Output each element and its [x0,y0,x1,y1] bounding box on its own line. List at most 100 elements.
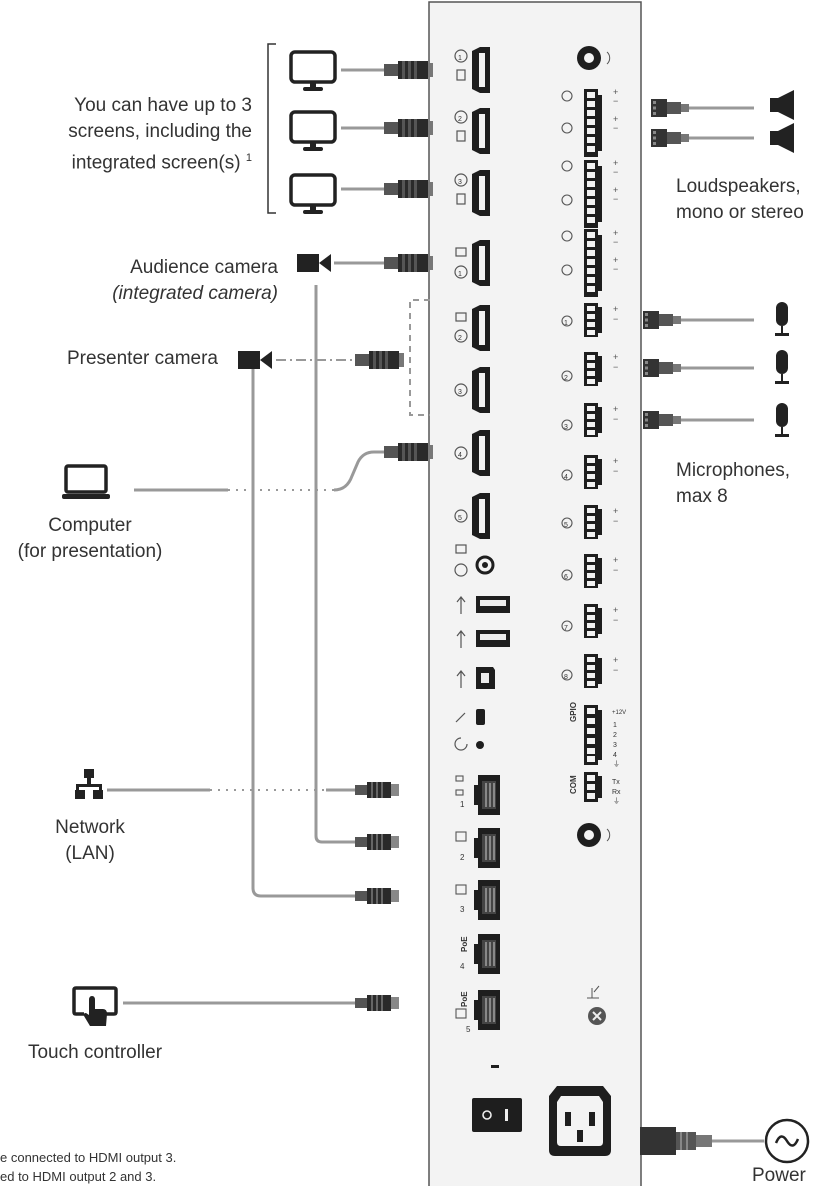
hdmi-port-in-4 [472,430,490,476]
hdmi-port-in-3 [472,367,490,413]
svg-text:−: − [613,414,618,424]
gpio-pin-1: 1 [613,722,617,729]
mic-input-5 [584,505,602,539]
lan-port-2-label: 2 [460,853,465,862]
svg-text:+: + [613,605,618,615]
gpio-pin-12v: +12V [612,710,627,716]
eth-plug-presenter-camera [355,888,399,904]
line-out-block-2 [584,160,602,228]
hdmi-out-1-label: 1 [458,55,462,62]
mic-4-label: 4 [564,474,568,481]
screens-label: You can have up to 3 screens, including … [68,95,252,174]
com-pin-tx: Tx [612,779,620,786]
svg-text:+: + [613,228,618,238]
svg-text:+: + [613,304,618,314]
gpio-pin-gnd: ⏚ [613,761,620,768]
mic-input-1 [584,303,602,337]
svg-text:+: + [613,87,618,97]
gpio-pin-2: 2 [613,732,617,739]
svg-text:+: + [613,456,618,466]
lan-port-5-label: 5 [466,1025,471,1034]
svg-text:+: + [613,114,618,124]
mic-7-label: 7 [564,625,568,632]
mic-5-label: 5 [564,522,568,529]
svg-text:+: + [613,158,618,168]
hdmi-out-3-label: 3 [458,179,462,186]
camera-icon-audience [297,254,331,272]
gpio-port [584,705,602,765]
hdmi-plug-presenter-camera [355,351,404,369]
usb-a-port-2 [476,630,510,647]
microphones-label: Microphones, max 8 [676,460,791,507]
power-inlet [549,1086,611,1156]
hdmi-in-2-label: 2 [458,335,462,342]
hdmi-port-out-3 [472,170,490,216]
gpio-pin-4: 4 [613,752,617,759]
svg-text:+: + [613,555,618,565]
mic-input-4 [584,455,602,489]
lan-port-3-label: 3 [460,905,465,914]
mic-input-6 [584,554,602,588]
audio-port-bottom [577,823,611,847]
monitor-icon-1 [289,50,337,93]
speaker-icon-1 [770,90,794,120]
mic-3-label: 3 [564,424,568,431]
network-label: Network (LAN) [55,817,125,864]
lan-port-1-label: 1 [460,800,465,809]
gpio-pin-3: 3 [613,742,617,749]
mic-input-3 [584,403,602,437]
eth-plug-audience-camera [355,834,399,850]
gpio-label: GPIO [569,701,578,722]
hdmi-in-3-label: 3 [458,389,462,396]
euro-plug-mic-3 [643,411,681,429]
microphone-icon-2 [775,350,789,384]
svg-text:+: + [613,255,618,265]
service-port [476,709,485,725]
footnote-1: e connected to HDMI output 3. [0,1150,177,1165]
svg-text:−: − [613,466,618,476]
hdmi-plug-screen-1 [384,61,433,79]
svg-text:−: − [613,96,618,106]
hdmi-port-in-1 [472,240,490,286]
svg-text:−: − [613,123,618,133]
hdmi-in-1-label: 1 [458,271,462,278]
hdmi-plug-screen-3 [384,180,433,198]
touch-controller-icon [72,986,118,1026]
mic-1-label: 1 [564,320,568,327]
hdmi-port-out-1 [472,47,490,93]
mic-input-8 [584,654,602,688]
svg-text:−: − [613,665,618,675]
com-pin-gnd: ⏚ [613,798,620,805]
svg-text:−: − [613,264,618,274]
screens-bracket [267,43,276,214]
mic-6-label: 6 [564,574,568,581]
euro-plug-speaker-2 [651,129,689,147]
touch-controller-label: Touch controller [27,1042,163,1063]
presenter-camera-label: Presenter camera [66,348,218,369]
poe-label-4: PoE [460,936,469,952]
power-ac-icon [764,1118,810,1164]
svg-text:+: + [613,404,618,414]
svg-text:+: + [613,655,618,665]
monitor-icon-2 [289,110,337,153]
hdmi-in-5-label: 5 [458,515,462,522]
laptop-icon [62,464,110,499]
reset-button [476,741,484,749]
com-label: COM [569,775,578,794]
svg-text:−: − [613,167,618,177]
audience-camera-label: Audience camera (integrated camera) [112,257,278,304]
power-label: Power [752,1165,806,1186]
euro-plug-speaker-1 [651,99,689,117]
loudspeakers-label: Loudspeakers, mono or stereo [676,176,804,223]
hdmi-out-2-label: 2 [458,116,462,123]
svg-text:−: − [613,314,618,324]
hdmi-plug-computer [384,443,433,461]
usb-a-port-1 [476,596,510,613]
hdmi-port-in-2 [472,305,490,351]
microphone-icon-1 [775,302,789,336]
coax-port [475,555,495,575]
camera-icon-presenter [238,351,272,369]
monitor-icon-3 [289,173,337,216]
svg-text:−: − [613,615,618,625]
usb-b-port [476,667,495,689]
